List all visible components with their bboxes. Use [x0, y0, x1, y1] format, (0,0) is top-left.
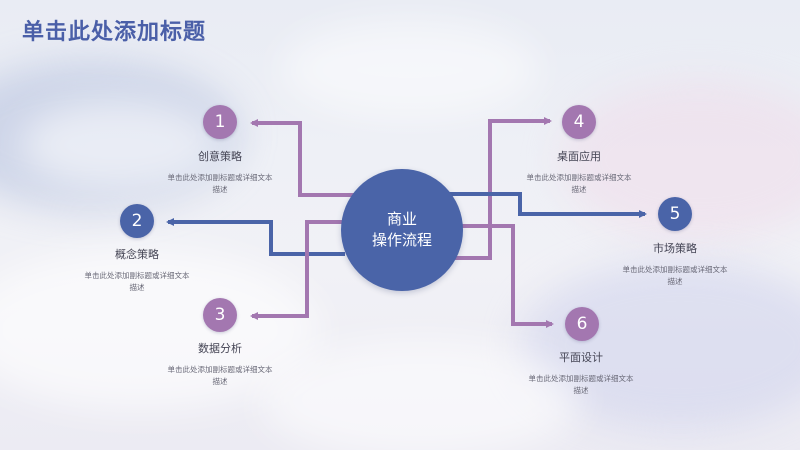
node-4-number: 4: [573, 112, 585, 132]
node-1-label: 创意策略 单击此处添加副标题或详细文本 描述: [160, 148, 280, 196]
node-5-circle[interactable]: 5: [658, 197, 692, 231]
node-1-number: 1: [214, 112, 226, 132]
node-3-desc[interactable]: 单击此处添加副标题或详细文本 描述: [167, 365, 273, 386]
node-6-number: 6: [576, 314, 588, 334]
node-4-label: 桌面应用 单击此处添加副标题或详细文本 描述: [519, 148, 639, 196]
center-line-2: 操作流程: [371, 231, 432, 249]
node-3-label: 数据分析 单击此处添加副标题或详细文本 描述: [160, 340, 280, 388]
node-5-desc[interactable]: 单击此处添加副标题或详细文本 描述: [622, 265, 728, 286]
node-3-name[interactable]: 数据分析: [198, 342, 242, 355]
node-5-label: 市场策略 单击此处添加副标题或详细文本 描述: [615, 240, 735, 288]
node-3-circle[interactable]: 3: [203, 298, 237, 332]
node-3-number: 3: [214, 305, 226, 325]
node-2-label: 概念策略 单击此处添加副标题或详细文本 描述: [77, 246, 197, 294]
node-6-circle[interactable]: 6: [565, 307, 599, 341]
connector-5: [445, 192, 647, 218]
node-5-number: 5: [669, 204, 681, 224]
center-hub[interactable]: 商业 操作流程: [341, 169, 463, 291]
center-line-1: 商业: [386, 210, 417, 228]
node-4-name[interactable]: 桌面应用: [557, 150, 601, 163]
connector-1: [250, 119, 360, 197]
slide-title[interactable]: 单击此处添加标题: [22, 20, 207, 45]
node-5-name[interactable]: 市场策略: [653, 242, 697, 255]
node-1-name[interactable]: 创意策略: [198, 150, 242, 163]
connector-6: [456, 224, 554, 328]
node-2-name[interactable]: 概念策略: [115, 248, 159, 261]
node-1-desc[interactable]: 单击此处添加副标题或详细文本 描述: [167, 173, 273, 194]
node-2-circle[interactable]: 2: [120, 204, 154, 238]
connector-3: [250, 220, 345, 320]
node-1-circle[interactable]: 1: [203, 105, 237, 139]
node-2-number: 2: [131, 211, 143, 231]
node-2-desc[interactable]: 单击此处添加副标题或详细文本 描述: [84, 271, 190, 292]
node-6-name[interactable]: 平面设计: [559, 351, 603, 364]
connector-4: [455, 117, 552, 260]
node-6-label: 平面设计 单击此处添加副标题或详细文本 描述: [521, 349, 641, 397]
node-6-desc[interactable]: 单击此处添加副标题或详细文本 描述: [528, 374, 634, 395]
node-4-circle[interactable]: 4: [562, 105, 596, 139]
node-4-desc[interactable]: 单击此处添加副标题或详细文本 描述: [526, 173, 632, 194]
